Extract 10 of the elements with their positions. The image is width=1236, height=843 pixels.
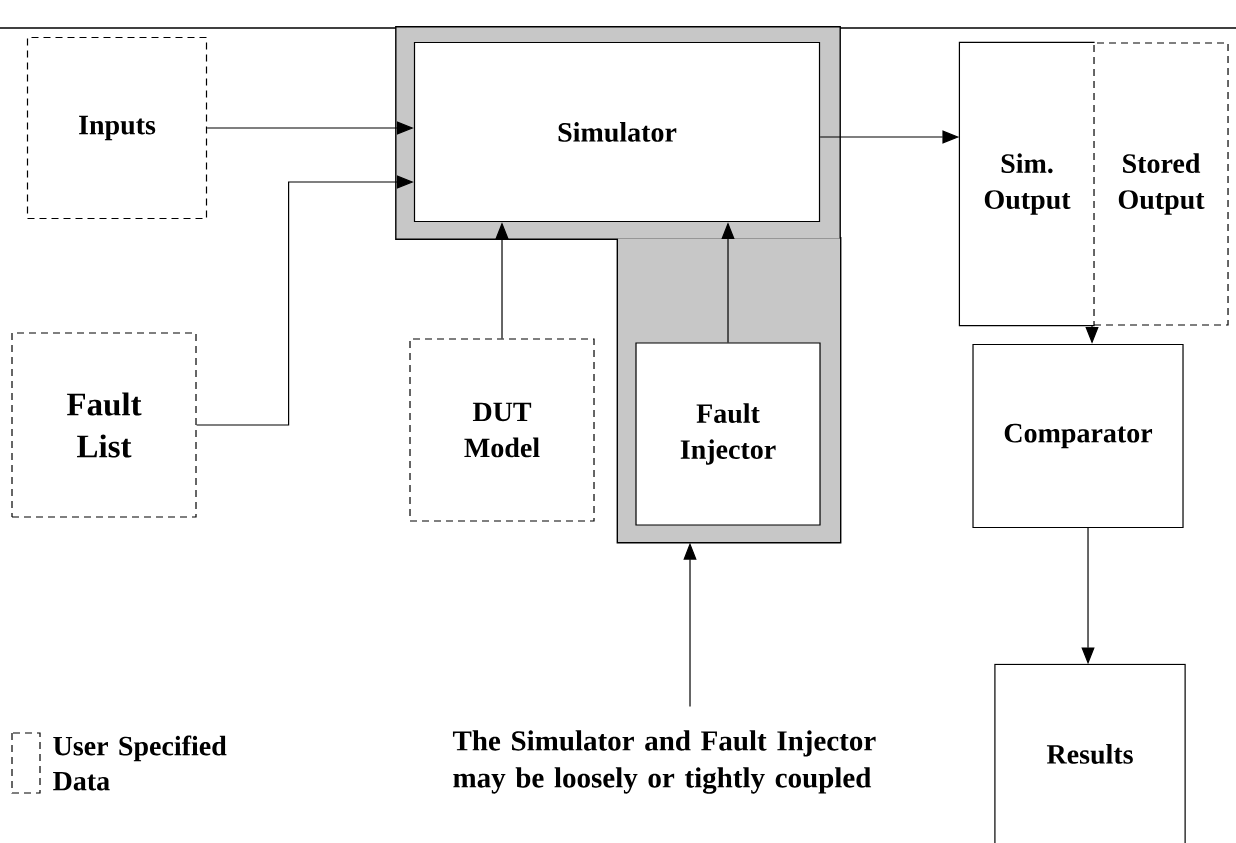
process-box: Results <box>994 663 1186 843</box>
process-box: Simulator <box>413 41 821 223</box>
data-box: Inputs <box>26 36 208 220</box>
data-box: Fault List <box>11 332 197 518</box>
output-box: Sim. Output <box>958 41 1096 327</box>
note-text: The Simulator and Fault Injector may be loosely or tightly coupled <box>452 730 876 794</box>
legend-text: User Specified Data <box>53 735 227 791</box>
data-box: Stored Output <box>1093 42 1229 326</box>
process-box: Comparator <box>972 343 1184 529</box>
process-box: Fault Injector <box>635 342 821 526</box>
